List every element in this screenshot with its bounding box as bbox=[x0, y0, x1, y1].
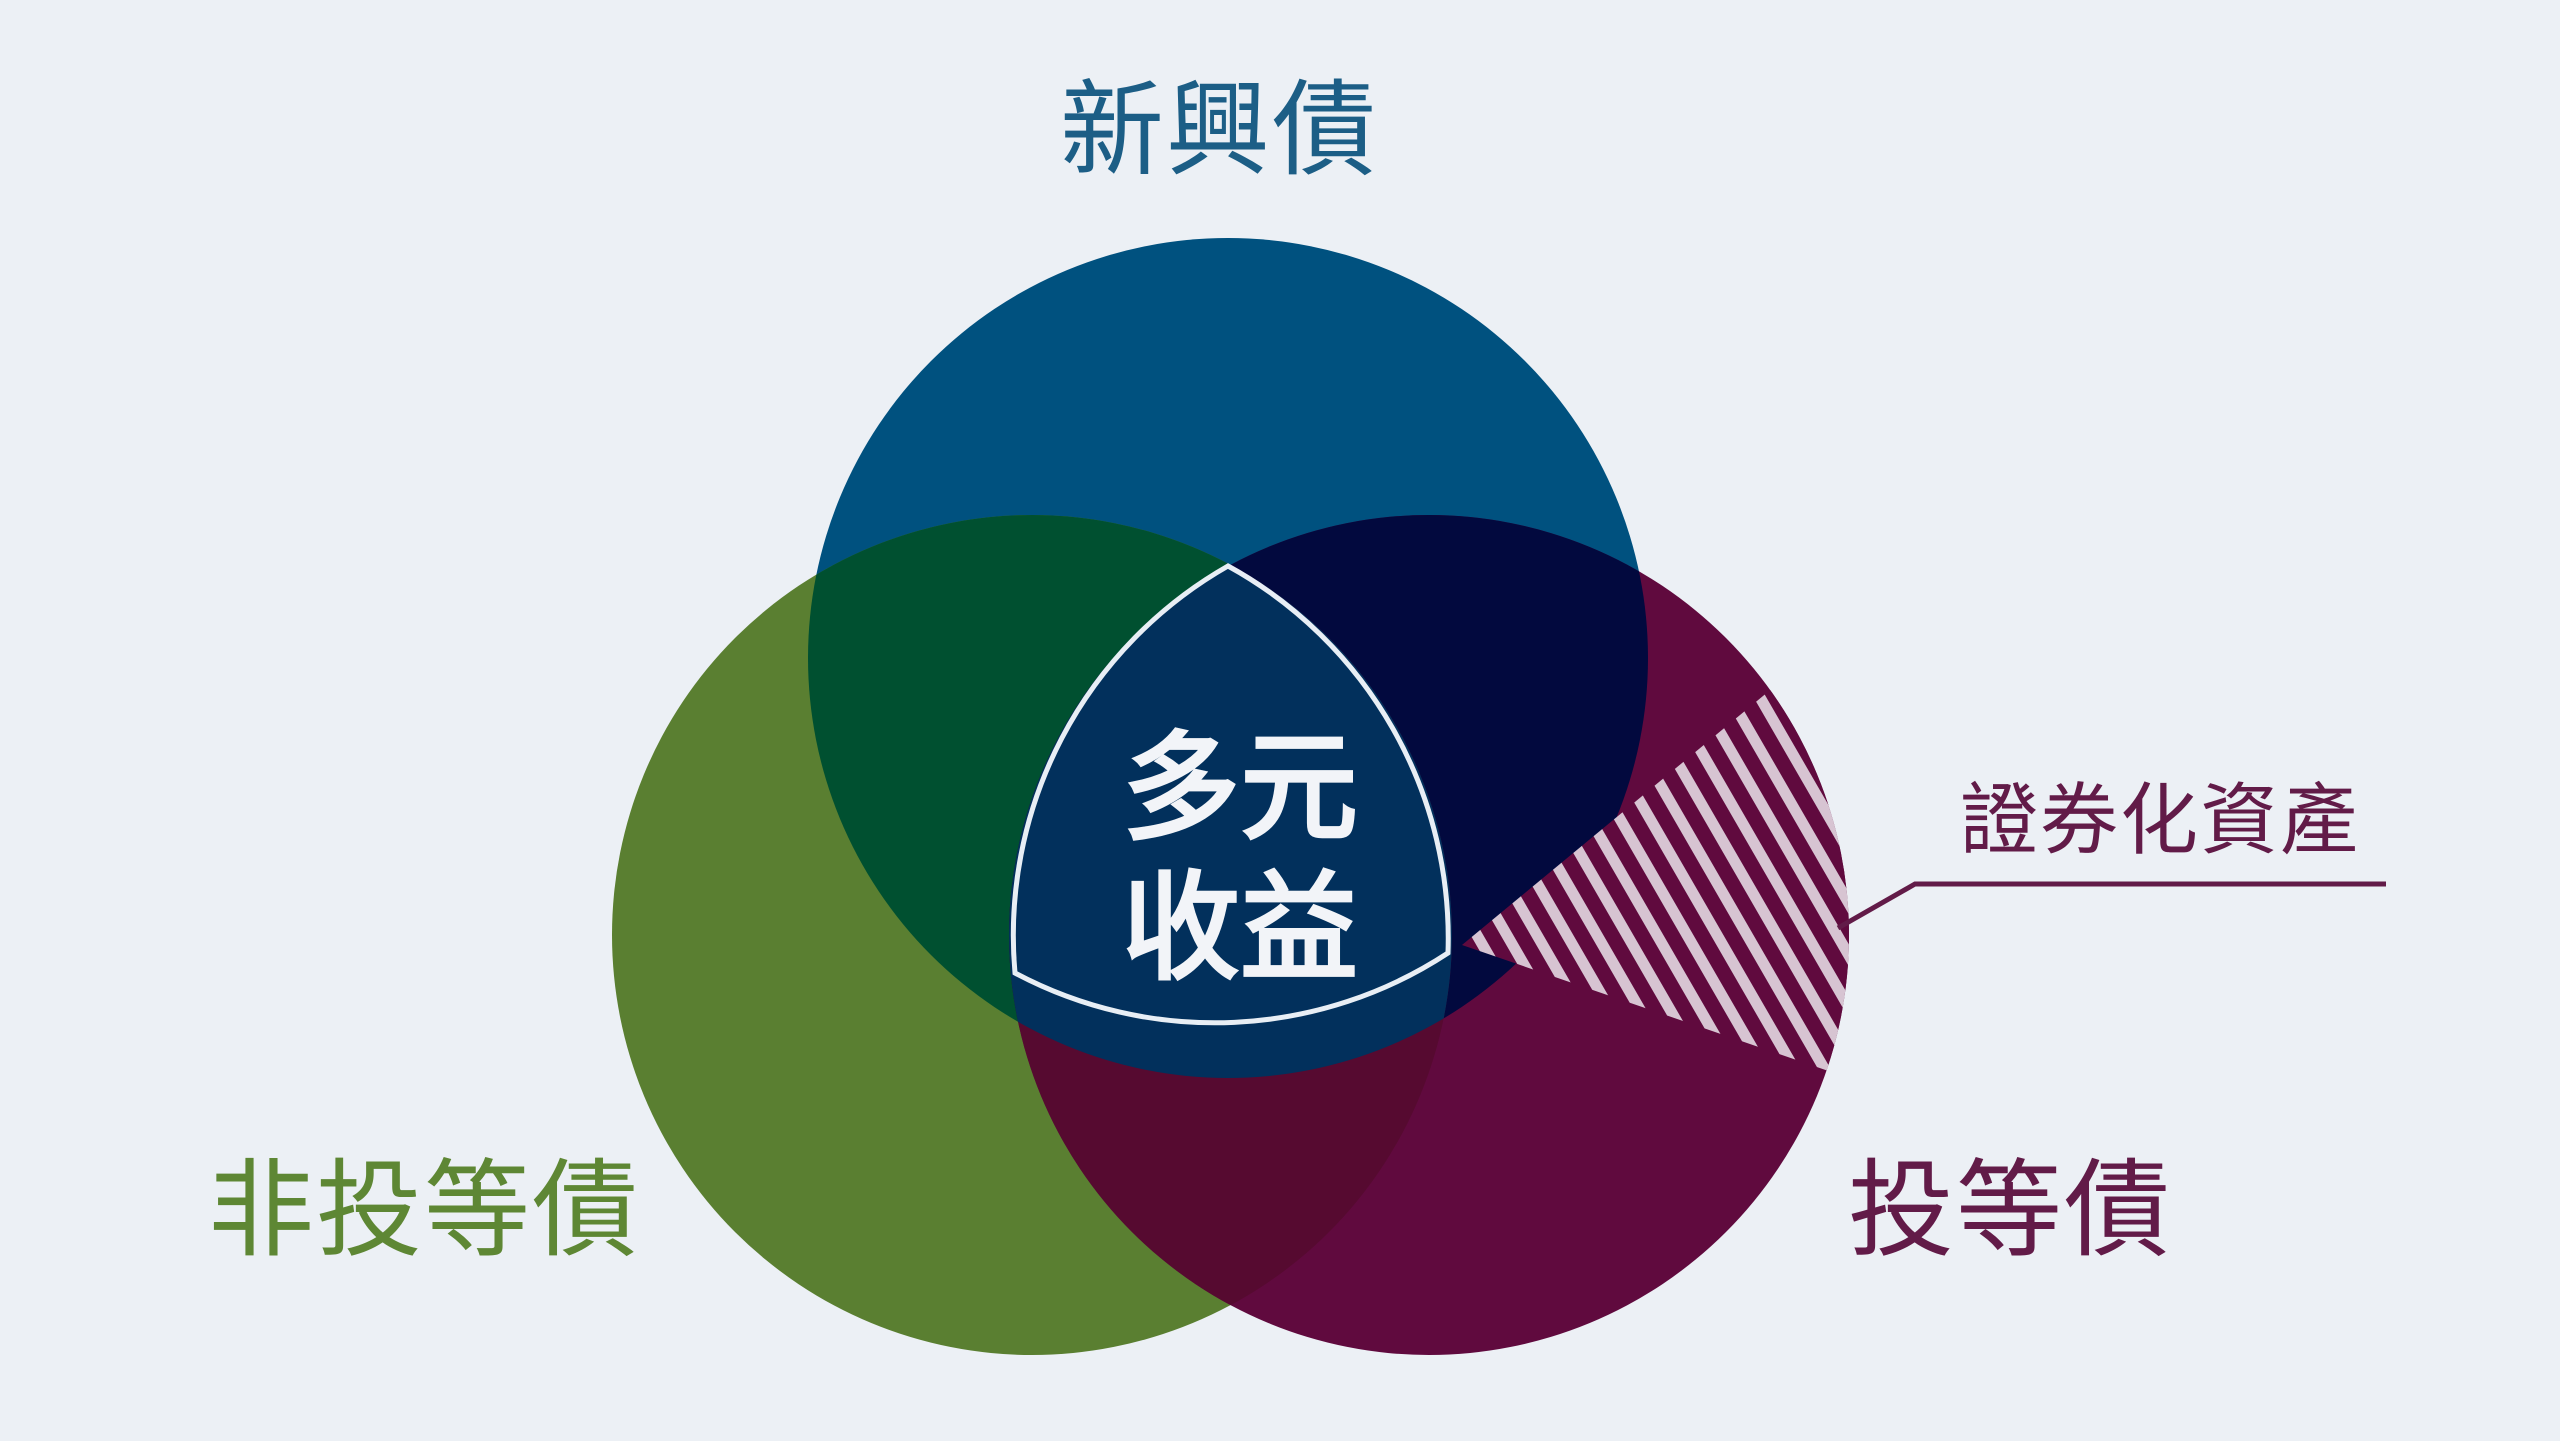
callout-leader-line bbox=[1836, 881, 2386, 931]
set-label-high-yield-bonds: 非投等債 bbox=[208, 1149, 640, 1272]
center-label-multi-income: 多元 收益 bbox=[1040, 718, 1440, 998]
callout-label-securitized-assets: 證券化資產 bbox=[1960, 776, 2361, 866]
set-label-investment-grade-bonds: 投等債 bbox=[1848, 1149, 2172, 1272]
center-label-line-2: 收益 bbox=[1121, 859, 1358, 997]
center-region-outline bbox=[1010, 563, 1451, 1026]
set-label-emerging-market-bonds: 新興債 bbox=[1060, 69, 1379, 191]
center-label-line-1: 多元 bbox=[1121, 719, 1358, 857]
overlap-center bbox=[1009, 515, 1452, 1078]
